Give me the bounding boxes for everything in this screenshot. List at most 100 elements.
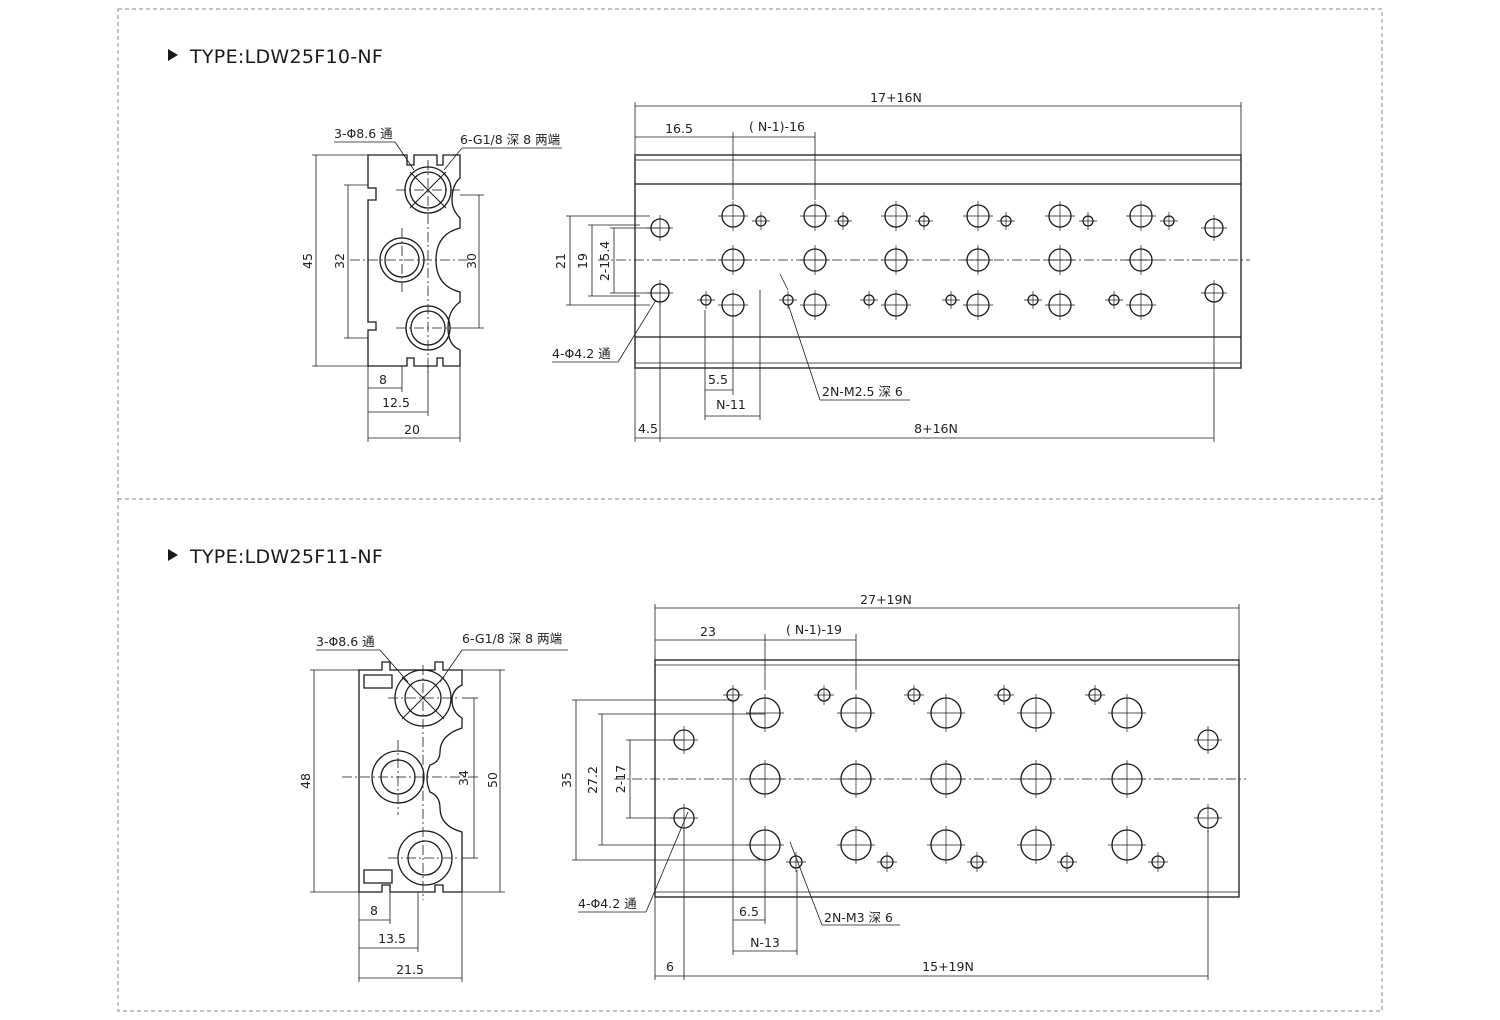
callout-tapped-holes-b: 2N-M3 深 6 [824, 910, 893, 925]
dim-5-5: 5.5 [708, 372, 728, 387]
front-view-holes-2 [670, 685, 1222, 872]
port-hole [837, 826, 875, 864]
port-hole [1045, 245, 1075, 275]
port-hole [1017, 694, 1055, 732]
port-hole [1108, 694, 1146, 732]
dim-21: 21 [553, 253, 568, 269]
port-hole [1126, 290, 1156, 320]
port-hole [963, 245, 993, 275]
port-hole [746, 760, 784, 798]
sheet-border [117, 8, 1383, 1012]
tapped-hole [994, 685, 1014, 705]
top-front-view-labels: 17+16N 16.5 ( N-1)-16 21 19 2-15.4 5.5 N… [552, 90, 958, 436]
side-view-cross [409, 171, 447, 209]
port-hole [927, 694, 965, 732]
type-label-ldw25f11: TYPE:LDW25F11-NF [168, 546, 383, 568]
dim-overall-length-b: 27+19N [860, 592, 912, 607]
dim-6: 6 [666, 959, 674, 974]
dim-4-5: 4.5 [638, 421, 658, 436]
port-hole [1126, 245, 1156, 275]
port-hole [718, 290, 748, 320]
port-hole [718, 201, 748, 231]
dim-width-21-5: 21.5 [396, 962, 424, 977]
tapped-hole [697, 291, 715, 309]
tapped-hole [1079, 212, 1097, 230]
tapped-hole [877, 852, 897, 872]
tapped-hole [904, 685, 924, 705]
dim-width-13-5: 13.5 [378, 931, 406, 946]
dim-n-11: N-11 [716, 397, 746, 412]
type-label-text: TYPE:LDW25F11-NF [190, 546, 384, 568]
mount-hole [1201, 215, 1227, 241]
dim-width-12-5: 12.5 [382, 395, 410, 410]
side-view-dim-lines [312, 141, 562, 442]
tapped-hole [814, 685, 834, 705]
callout-through-hole: 3-Φ8.6 通 [334, 126, 393, 141]
port-hole [1045, 201, 1075, 231]
side-view-cross-2 [401, 676, 445, 720]
dim-first-offset-b: 23 [700, 624, 716, 639]
tapped-hole [1105, 291, 1123, 309]
dim-height-34: 34 [456, 770, 471, 786]
callout-mount-holes-b: 4-Φ4.2 通 [578, 896, 637, 911]
tapped-hole [967, 852, 987, 872]
triangle-bullet-icon [168, 49, 178, 61]
dim-6-5: 6.5 [739, 904, 759, 919]
dim-35: 35 [559, 772, 574, 788]
dim-27-2: 27.2 [585, 766, 600, 794]
port-hole [800, 201, 830, 231]
dim-first-offset: 16.5 [665, 121, 693, 136]
front-view-holes [647, 201, 1227, 320]
side-view-dim-lines-2 [310, 649, 568, 982]
dim-height-45: 45 [300, 253, 315, 269]
dim-pitch-b: ( N-1)-19 [786, 622, 842, 637]
callout-thread-port-b: 6-G1/8 深 8 两端 [462, 631, 562, 646]
callout-through-hole-b: 3-Φ8.6 通 [316, 634, 375, 649]
port-hole [800, 245, 830, 275]
tapped-hole [997, 212, 1015, 230]
tapped-hole [915, 212, 933, 230]
dim-width-8: 8 [379, 372, 387, 387]
callout-mount-holes: 4-Φ4.2 通 [552, 346, 611, 361]
bottom-side-view-labels: 48 34 50 8 13.5 21.5 3-Φ8.6 通 6-G1/8 深 8… [298, 631, 562, 977]
tapped-hole [1148, 852, 1168, 872]
port-hole [718, 245, 748, 275]
bottom-front-view-labels: 27+19N 23 ( N-1)-19 35 27.2 2-17 6.5 N-1… [559, 592, 974, 974]
dim-height-50: 50 [485, 772, 500, 788]
mount-hole [1194, 726, 1222, 754]
front-view [634, 154, 1242, 369]
port-hole [1126, 201, 1156, 231]
side-view-profile [367, 154, 461, 367]
port-hole [881, 245, 911, 275]
dim-height-48: 48 [298, 773, 313, 789]
dim-2-17: 2-17 [613, 765, 628, 793]
front-view-dim-lines-2 [572, 604, 1240, 980]
top-side-view-labels: 45 32 30 8 12.5 20 3-Φ8.6 通 6-G1/8 深 8 两… [300, 126, 560, 437]
port-hole [746, 694, 784, 732]
port-hole [881, 290, 911, 320]
tapped-hole [1085, 685, 1105, 705]
callout-tapped-holes: 2N-M2.5 深 6 [822, 384, 903, 399]
type-label-ldw25f10: TYPE:LDW25F10-NF [168, 46, 383, 68]
tapped-hole [1160, 212, 1178, 230]
front-view-dim-lines [552, 102, 1242, 442]
port-hole [1108, 760, 1146, 798]
dim-width-8-b: 8 [370, 903, 378, 918]
triangle-bullet-icon [168, 549, 178, 561]
dim-overall-length: 17+16N [870, 90, 922, 105]
type-label-text: TYPE:LDW25F10-NF [190, 46, 384, 68]
port-hole [800, 290, 830, 320]
side-view-centerlines-2 [342, 665, 478, 900]
mount-hole [1201, 280, 1227, 306]
dim-pitch: ( N-1)-16 [749, 119, 805, 134]
tapped-hole [752, 212, 770, 230]
drawing-ldw25f11 [310, 604, 1246, 982]
front-view-2 [654, 659, 1240, 898]
dim-height-30: 30 [464, 253, 479, 269]
dim-mount-length: 8+16N [914, 421, 958, 436]
port-hole [1017, 826, 1055, 864]
tapped-hole [860, 291, 878, 309]
port-hole [963, 290, 993, 320]
mount-hole [1194, 804, 1222, 832]
